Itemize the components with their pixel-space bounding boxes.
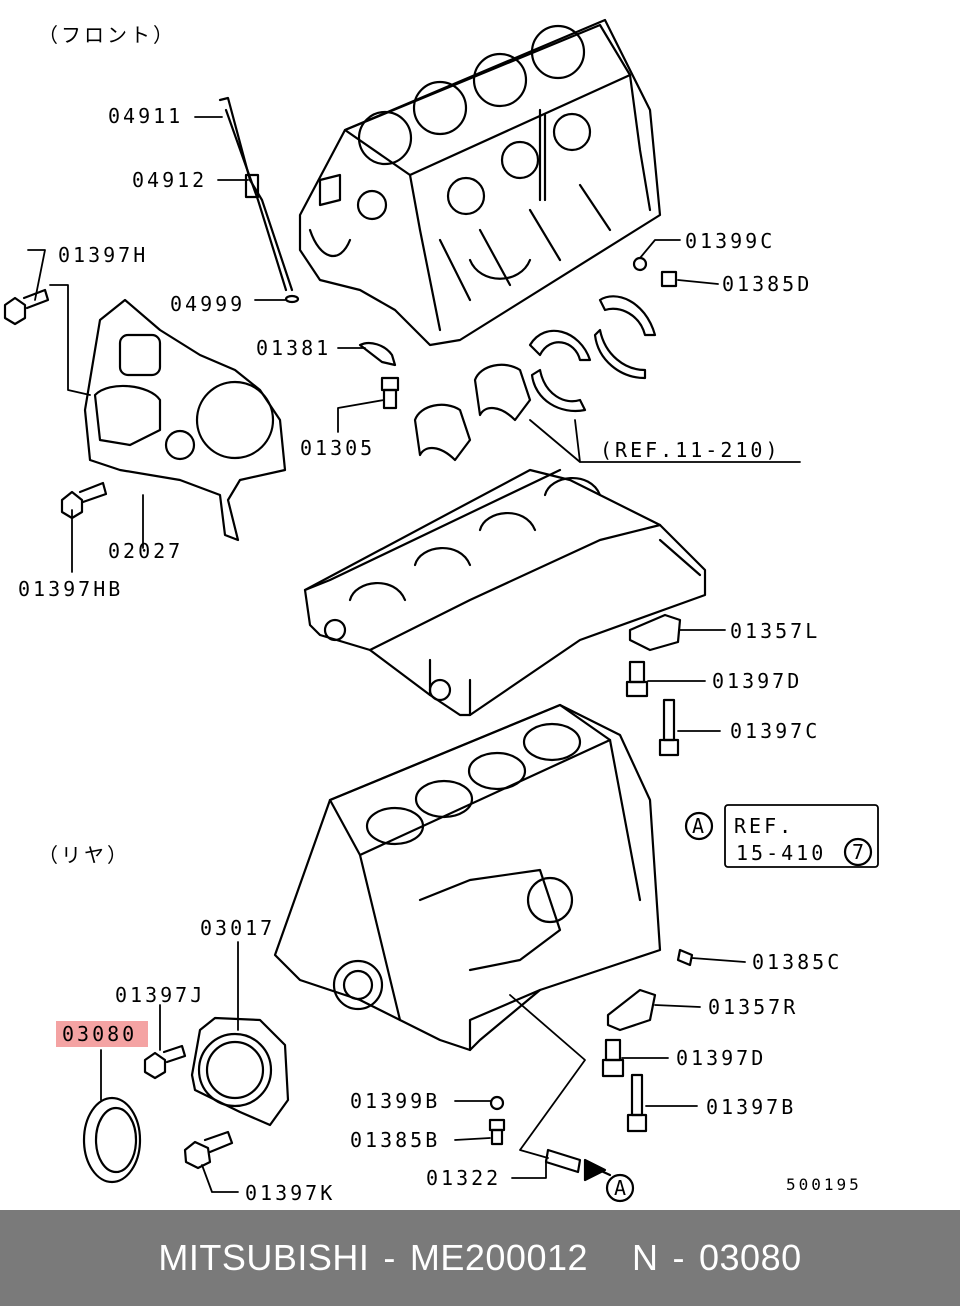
leader-lines: [27, 116, 879, 1193]
label-01397H: 01397H: [58, 243, 148, 267]
upper-cylinder-block: [298, 18, 662, 347]
bolt-01397K: [183, 1130, 234, 1170]
part-number: ME200012: [409, 1237, 589, 1278]
bolt-01397D-bottom: [601, 1038, 625, 1078]
bolt-01397C: [658, 698, 680, 757]
label-04911: 04911: [108, 104, 183, 128]
bolt-01397J: [143, 1044, 187, 1080]
footer-bar: MITSUBISHI - ME200012 N - 03080: [0, 1210, 960, 1306]
label-01381: 01381: [256, 336, 331, 360]
bracket-01357R: [606, 988, 657, 1032]
front-plate: [83, 298, 287, 542]
diagram-number: 500195: [786, 1175, 862, 1194]
circle-7-ref: [843, 837, 873, 867]
highlight-03080: [56, 1021, 148, 1047]
label-01397D-bottom: 01397D: [676, 1046, 766, 1070]
cap-01381: [358, 341, 397, 367]
ref-prefix: N: [632, 1237, 659, 1278]
label-01397C: 01397C: [730, 719, 820, 743]
label-01357L: 01357L: [730, 619, 820, 643]
label-ref-11-210: (REF.11-210): [600, 438, 781, 462]
label-rear: （リヤ）: [38, 843, 130, 867]
label-01399B: 01399B: [350, 1089, 440, 1113]
label-ref-15-num: 7: [852, 840, 864, 864]
bearing-shells: [413, 295, 657, 462]
separator: -: [383, 1237, 396, 1278]
label-02027: 02027: [108, 539, 183, 563]
label-04912: 04912: [132, 168, 207, 192]
label-01397HB: 01397HB: [18, 577, 123, 601]
label-01397K: 01397K: [245, 1181, 335, 1205]
brand-name: MITSUBISHI: [158, 1237, 370, 1278]
reference-number: 03080: [699, 1237, 802, 1278]
label-01385B: 01385B: [350, 1128, 440, 1152]
circle-A-bottom: [605, 1173, 635, 1203]
label-01357R: 01357R: [708, 995, 798, 1019]
plug-01385C: [676, 948, 694, 967]
label-circle-A: A: [692, 814, 704, 838]
label-front: （フロント）: [38, 23, 176, 47]
bolt-01397B: [626, 1073, 648, 1133]
label-01305: 01305: [300, 436, 375, 460]
dipstick: [218, 96, 300, 304]
bolt-01397D-top: [625, 660, 649, 698]
oil-seal-03080: [82, 1096, 142, 1184]
washer-01399C: [632, 256, 648, 272]
label-03080: 03080: [62, 1022, 137, 1046]
labels: （フロント） （リヤ） 04911 04912 01397H 04999 013…: [18, 23, 864, 1205]
bearing-ladder: [303, 468, 707, 717]
arrow-to-A: [583, 1158, 607, 1182]
bolt-01397HB: [60, 481, 108, 520]
parts-diagram: （フロント） （リヤ） 04911 04912 01397H 04999 013…: [3, 18, 879, 1205]
plug-01385D: [660, 270, 678, 288]
lower-cylinder-block: [273, 703, 662, 1052]
label-01322: 01322: [426, 1166, 501, 1190]
label-01397J: 01397J: [115, 983, 205, 1007]
label-01397B: 01397B: [706, 1095, 796, 1119]
label-ref-15-line1: REF.: [734, 814, 794, 838]
label-01399C: 01399C: [685, 229, 775, 253]
bracket-01357L: [628, 613, 682, 652]
washer-01399B: [489, 1095, 505, 1111]
label-ref-15-line2: 15-410: [736, 841, 826, 865]
label-04999: 04999: [170, 292, 245, 316]
label-01397D-top: 01397D: [712, 669, 802, 693]
plug-01385B: [488, 1118, 506, 1146]
separator: -: [672, 1237, 686, 1278]
plug-01305: [380, 376, 400, 410]
circle-A-ref: [684, 811, 714, 841]
label-03017: 03017: [200, 916, 275, 940]
footer-caption: MITSUBISHI - ME200012 N - 03080: [158, 1237, 801, 1279]
label-01385D: 01385D: [722, 272, 812, 296]
label-01385C: 01385C: [752, 950, 842, 974]
rear-oil-seal-housing-03017: [190, 1016, 290, 1127]
label-circle-A-bottom: A: [614, 1176, 626, 1200]
bolt-01397H: [3, 288, 50, 326]
